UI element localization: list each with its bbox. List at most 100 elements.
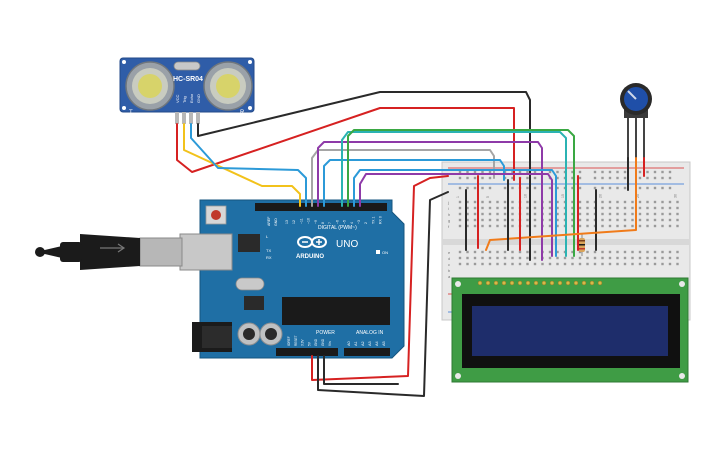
lcd-16x2-display[interactable] — [451, 277, 689, 383]
breadboard-hole — [466, 224, 469, 228]
breadboard-rail-hole — [458, 186, 462, 190]
breadboard-hole — [608, 206, 612, 210]
breadboard-hole — [511, 262, 514, 266]
breadboard-rail-hole — [571, 170, 574, 174]
breadboard-hole — [661, 200, 664, 204]
lcd-header-pins — [477, 280, 603, 286]
breadboard-rail-hole — [661, 186, 664, 190]
breadboard-rail-hole — [481, 176, 484, 180]
breadboard-rail-hole — [623, 176, 627, 180]
breadboard-hole — [676, 256, 679, 260]
breadboard-rail-hole — [653, 186, 657, 190]
breadboard-hole — [503, 200, 507, 204]
breadboard-hole — [511, 256, 514, 260]
potentiometer-icon[interactable] — [620, 83, 652, 158]
breadboard-hole — [473, 212, 477, 216]
breadboard-hole — [676, 250, 679, 254]
breadboard-hole — [631, 262, 634, 266]
breadboard-rail-hole — [638, 186, 642, 190]
breadboard-hole — [661, 224, 664, 228]
breadboard-hole — [631, 206, 634, 210]
sensor-pin-vcc: VCC — [175, 94, 180, 103]
breadboard-rail-hole — [473, 170, 477, 174]
breadboard-hole — [473, 200, 477, 204]
breadboard-hole — [481, 206, 484, 210]
breadboard-rail-hole — [616, 170, 619, 174]
breadboard-hole — [511, 212, 514, 216]
lcd-pin — [565, 280, 571, 286]
sensor-t-mark: T — [129, 110, 133, 116]
digital-pin-label: ~10 — [307, 218, 311, 224]
breadboard-hole — [458, 256, 462, 260]
breadboard-hole — [496, 262, 499, 266]
usb-cable-icon — [35, 234, 183, 270]
power-pin-label: Vin — [328, 341, 332, 346]
breadboard-rail-hole — [556, 170, 559, 174]
breadboard-hole — [661, 218, 664, 222]
reset-button[interactable] — [211, 210, 221, 220]
wire-sensor-trig — [183, 123, 301, 207]
breadboard-hole — [661, 206, 664, 210]
breadboard-rail-hole — [653, 170, 657, 174]
wire-sensor-gnd — [197, 91, 531, 261]
resistor-icon — [579, 234, 585, 256]
breadboard-hole — [556, 212, 559, 216]
breadboard-holes — [458, 170, 679, 266]
breadboard-hole — [668, 224, 672, 228]
breadboard-hole — [676, 218, 679, 222]
breadboard-hole — [571, 256, 574, 260]
breadboard-hole — [646, 200, 649, 204]
breadboard-rail-hole — [533, 186, 537, 190]
digital-pin-label: ~5 — [343, 220, 347, 224]
l-led-label: L — [266, 234, 269, 239]
tx-led-label: TX — [266, 248, 271, 253]
breadboard-hole — [496, 206, 499, 210]
breadboard-row-letter: f — [448, 224, 450, 229]
breadboard-hole — [653, 206, 657, 210]
breadboard-rail-hole — [466, 186, 469, 190]
breadboard-hole — [548, 218, 552, 222]
breadboard-hole — [533, 212, 537, 216]
breadboard-row-letter: g — [448, 218, 450, 223]
breadboard-hole — [661, 262, 664, 266]
breadboard-hole — [571, 200, 574, 204]
breadboard-hole — [631, 224, 634, 228]
breadboard-hole — [586, 250, 589, 254]
analog-pin-label: A3 — [368, 341, 372, 346]
breadboard-hole — [601, 250, 604, 254]
breadboard-hole — [481, 200, 484, 204]
breadboard-rail-hole — [616, 186, 619, 190]
breadboard-hole — [638, 218, 642, 222]
breadboard-hole — [503, 262, 507, 266]
ultrasonic-sensor[interactable]: HC-SR04 T R VCC Trig Echo GND — [119, 57, 255, 124]
breadboard-hole — [556, 200, 559, 204]
wire-d3 — [353, 169, 557, 257]
breadboard-rail-hole — [646, 186, 649, 190]
breadboard-hole — [511, 218, 514, 222]
lcd-pin — [525, 280, 531, 286]
breadboard-hole — [601, 256, 604, 260]
breadboard-hole — [631, 218, 634, 222]
on-led-label: ON — [382, 250, 388, 255]
breadboard-hole — [653, 250, 657, 254]
breadboard-hole — [533, 218, 537, 222]
digital-pin-label: ~6 — [335, 220, 339, 224]
digital-pin-label: 8 — [321, 222, 325, 224]
breadboard-row-letter: a — [448, 274, 451, 279]
breadboard-rail-hole — [481, 170, 484, 174]
breadboard-hole — [578, 256, 582, 260]
breadboard-hole — [638, 224, 642, 228]
breadboard-hole — [638, 250, 642, 254]
power-pin-label: IOREF — [287, 336, 291, 346]
breadboard-rail-hole — [533, 176, 537, 180]
breadboard-hole — [676, 224, 679, 228]
breadboard-hole — [578, 200, 582, 204]
breadboard-hole — [616, 206, 619, 210]
wire-sensor-vcc — [176, 107, 515, 181]
breadboard-hole — [518, 256, 522, 260]
breadboard-hole — [653, 218, 657, 222]
breadboard-hole — [481, 256, 484, 260]
power-header-label: POWER — [316, 330, 335, 336]
arduino-uno-board[interactable]: ARDUINO UNO DIGITAL (PWM~) POWER ANALOG … — [179, 199, 405, 359]
breadboard-rail-hole — [661, 170, 664, 174]
